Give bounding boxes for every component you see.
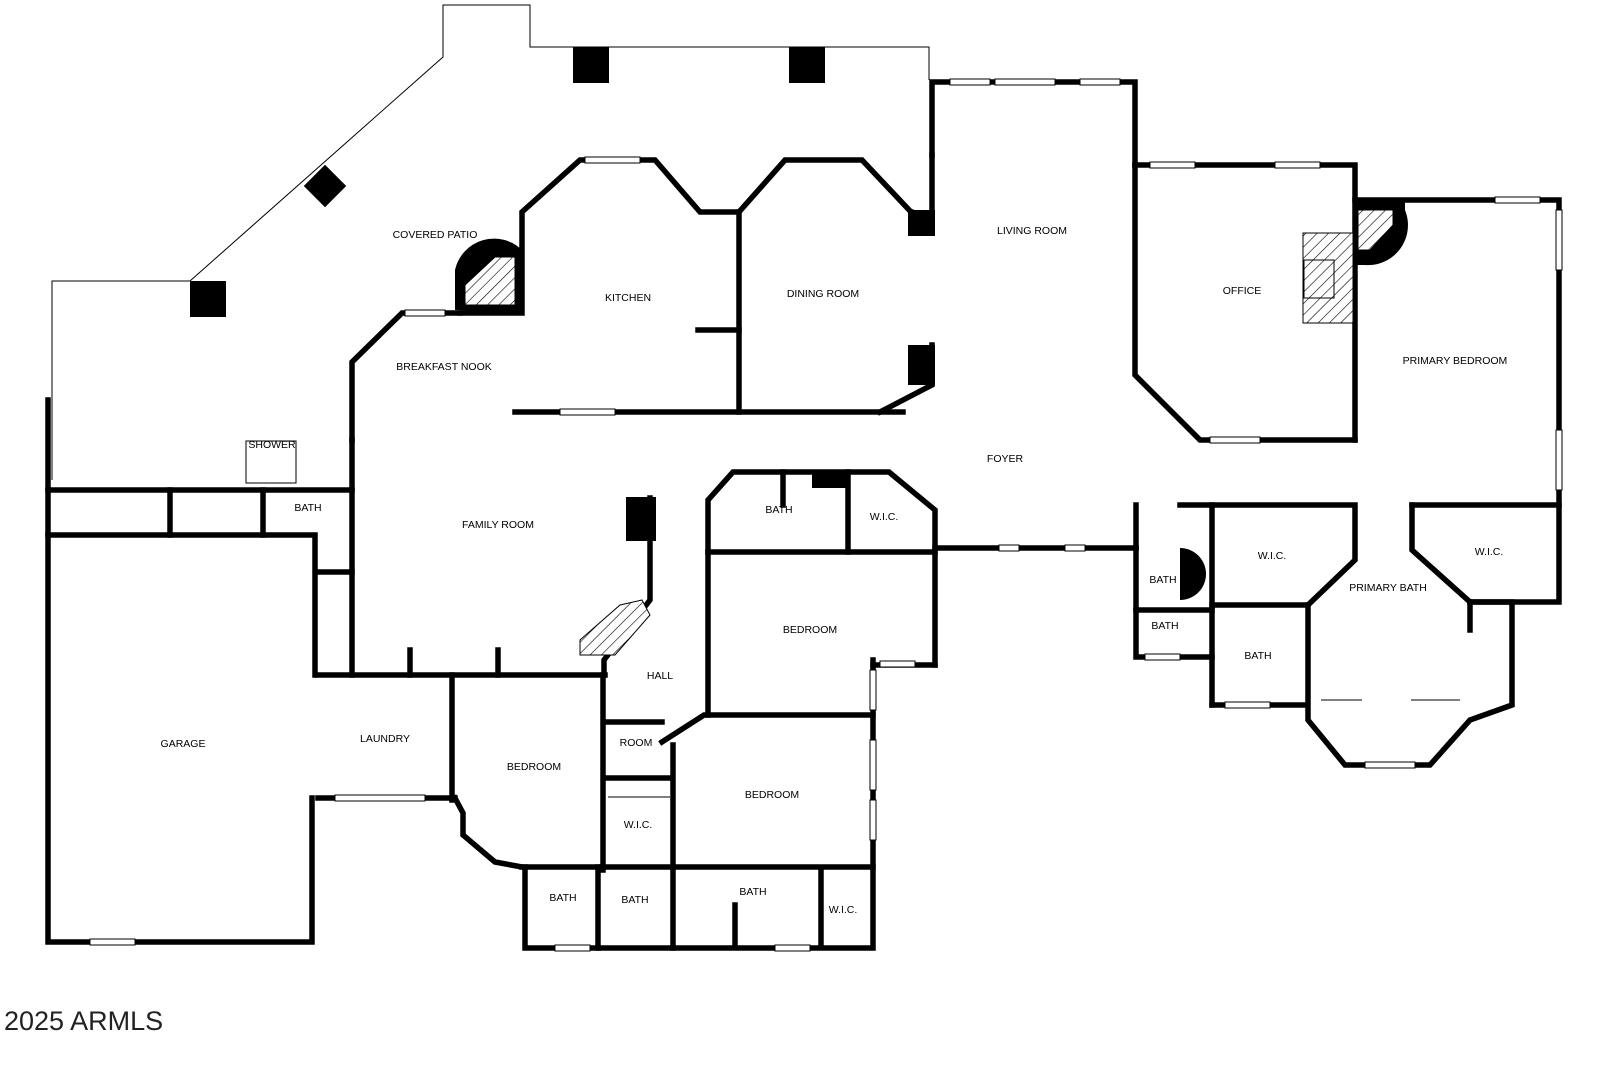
room-label-bedroom-right: BEDROOM (745, 789, 799, 801)
room-label-living-room: LIVING ROOM (997, 225, 1067, 237)
room-label-hall: HALL (647, 670, 673, 682)
room-labels: COVERED PATIO KITCHEN DINING ROOM LIVING… (161, 225, 1508, 916)
room-label-covered-patio: COVERED PATIO (393, 229, 478, 241)
patio-posts (190, 47, 825, 317)
room-label-wic-bottom: W.I.C. (829, 904, 858, 916)
room-label-primary-bath: PRIMARY BATH (1349, 582, 1427, 594)
room-label-office: OFFICE (1223, 285, 1262, 297)
room-label-bath-primary-lower: BATH (1151, 620, 1178, 632)
room-label-foyer: FOYER (987, 453, 1024, 465)
room-label-garage: GARAGE (161, 738, 206, 750)
room-label-shower: SHOWER (248, 439, 296, 451)
room-label-laundry: LAUNDRY (360, 733, 410, 745)
room-label-primary-bedroom: PRIMARY BEDROOM (1403, 355, 1508, 367)
room-label-bedroom-left: BEDROOM (507, 761, 561, 773)
room-label-wic-primary-right: W.I.C. (1475, 546, 1504, 558)
room-label-bath-primary-small: BATH (1149, 574, 1176, 586)
room-label-wic-primary-left: W.I.C. (1258, 550, 1287, 562)
room-label-bath-center: BATH (765, 504, 792, 516)
interior-thin-lines (245, 440, 1460, 798)
windows (89, 78, 1563, 952)
exterior-walls (45, 79, 1562, 951)
room-label-bath-garage: BATH (294, 502, 321, 514)
room-label-bath-bottom-2: BATH (621, 894, 648, 906)
room-label-breakfast-nook: BREAKFAST NOOK (396, 361, 492, 373)
room-label-room: ROOM (620, 737, 653, 749)
room-label-bedroom-center: BEDROOM (783, 624, 837, 636)
room-label-wic-hall: W.I.C. (624, 819, 653, 831)
watermark: 2025 ARMLS (4, 1006, 163, 1036)
room-label-dining-room: DINING ROOM (787, 288, 859, 300)
room-label-kitchen: KITCHEN (605, 292, 651, 304)
room-label-bath-bottom-3: BATH (739, 886, 766, 898)
fireplaces (455, 200, 1408, 656)
room-label-wic-center: W.I.C. (870, 511, 899, 523)
room-label-bath-primary-mid: BATH (1244, 650, 1271, 662)
room-label-bath-bottom-1: BATH (549, 892, 576, 904)
room-label-family-room: FAMILY ROOM (462, 519, 534, 531)
